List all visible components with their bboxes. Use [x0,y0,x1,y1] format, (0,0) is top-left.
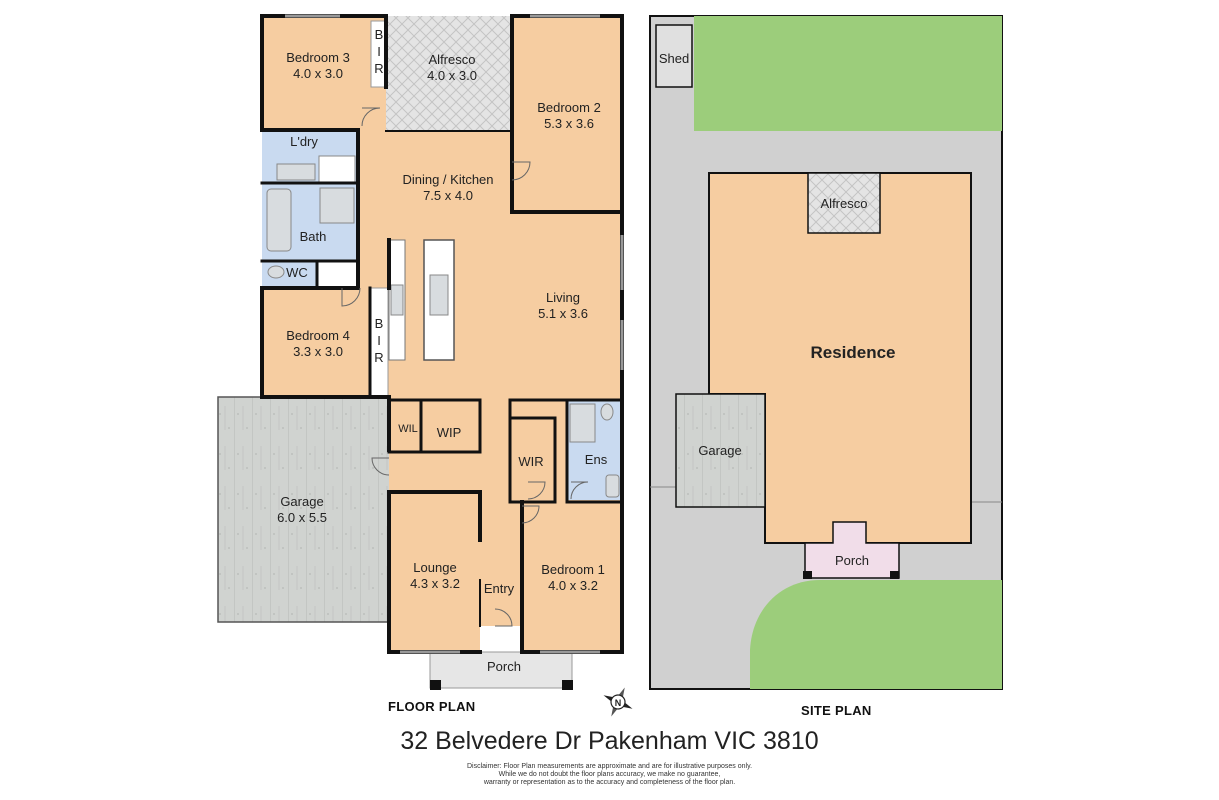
bedroom3-size: 4.0 x 3.0 [293,66,343,81]
basin [605,474,620,498]
bedroom1-name: Bedroom 1 [541,562,605,577]
cooktop [390,284,404,316]
site-plan-caption: SITE PLAN [801,703,872,718]
alfresco-area [386,16,512,131]
svg-text:Bedroom 43.3 x 3.0: Bedroom 43.3 x 3.0 [286,328,350,359]
site-plan [649,15,1003,690]
laundry-name: L'dry [290,134,318,149]
floor-plan-caption: FLOOR PLAN [388,699,476,714]
shed-area [655,24,693,88]
laundry-bench [318,155,356,183]
compass-north-letter: N [615,698,622,708]
bath-name: Bath [300,229,327,244]
site-alfresco-label: Alfresco [821,196,868,211]
bir-letter: R [374,61,383,76]
lounge-name: Lounge [413,560,456,575]
kitchen-sink [429,274,449,316]
rear-lawn [694,16,1002,131]
compass-north-icon [603,687,633,717]
bir-letter: B [375,27,384,42]
bedroom1-size: 4.0 x 3.2 [548,578,598,593]
porch-post [890,571,899,579]
wil-name: WIL [398,423,418,435]
windows [285,14,624,654]
wir-name: WIR [518,454,543,469]
vanity [319,187,355,224]
wc-name: WC [286,265,308,280]
entry-name: Entry [484,581,515,596]
disclaimer-line: Disclaimer: Floor Plan measurements are … [466,763,753,770]
bedroom-3-area [262,16,386,130]
site-alfresco [807,172,881,234]
svg-text:Bedroom 34.0 x 3.0: Bedroom 34.0 x 3.0 [286,50,350,81]
bedroom2-name: Bedroom 2 [537,100,601,115]
bedroom2-size: 5.3 x 3.6 [544,116,594,131]
alfresco-size: 4.0 x 3.0 [427,68,477,83]
bedroom4-size: 3.3 x 3.0 [293,344,343,359]
toilet [267,265,285,279]
doors [341,107,589,627]
living-name: Living [546,290,580,305]
porch-post [803,571,812,579]
bir-letter: B [375,316,384,331]
site-garage-label: Garage [698,443,741,458]
bir-letter: R [374,350,383,365]
living-size: 5.1 x 3.6 [538,306,588,321]
garage-area [217,396,391,623]
disclaimer-line: warranty or representation as to the acc… [483,779,736,787]
site-porch-label: Porch [835,553,869,568]
bedroom4-name: Bedroom 4 [286,328,350,343]
bir-letter: I [377,44,381,59]
laundry-tub [276,163,316,181]
alfresco-name: Alfresco [429,52,476,67]
site-shed-label: Shed [659,51,689,66]
svg-text:Bedroom 25.3 x 3.6: Bedroom 25.3 x 3.6 [537,100,601,131]
bedroom3-name: Bedroom 3 [286,50,350,65]
shower [569,403,596,443]
floor-plan [217,14,624,690]
disclaimer-line: While we do not doubt the floor plans ac… [498,771,721,779]
lounge-size: 4.3 x 3.2 [410,576,460,591]
garage-size: 6.0 x 5.5 [277,510,327,525]
dining-kitchen-name: Dining / Kitchen [402,172,493,187]
site-residence-label: Residence [810,343,895,362]
porch-post [562,680,573,690]
toilet [600,403,614,421]
property-address: 32 Belvedere Dr Pakenham VIC 3810 [400,727,819,755]
porch-post [430,680,441,690]
bir-letter: I [377,333,381,348]
bathtub [266,188,292,252]
front-porch [429,651,573,689]
front-lawn [750,580,1002,689]
ens-name: Ens [585,452,608,467]
site-porch [804,521,900,579]
svg-text:Bedroom 14.0 x 3.2: Bedroom 14.0 x 3.2 [541,562,605,593]
wip-name: WIP [437,425,462,440]
dining-kitchen-size: 7.5 x 4.0 [423,188,473,203]
garage-name: Garage [280,494,323,509]
disclaimer: Disclaimer: Floor Plan measurements are … [0,763,1219,788]
porch-name: Porch [487,659,521,674]
site-garage [675,393,766,508]
